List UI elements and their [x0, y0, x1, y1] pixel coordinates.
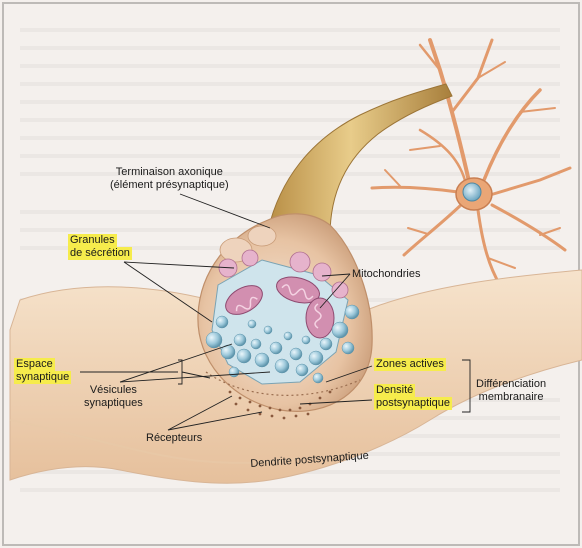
label-terminaison-line2: (élément présynaptique) [110, 179, 229, 191]
label-zones-actives-text: Zones actives [374, 358, 446, 371]
synaptic-vesicles [205, 304, 360, 384]
label-densite-line2: postsynaptique [374, 397, 452, 410]
label-densite: Densité postsynaptique [374, 384, 452, 410]
postsynaptic-receptors [228, 390, 332, 420]
mitochondria [225, 276, 335, 339]
label-vesicules-line2: synaptiques [84, 397, 143, 409]
label-mitochondries: Mitochondries [352, 268, 421, 280]
secretory-granules [218, 249, 349, 299]
label-recepteurs: Récepteurs [146, 432, 203, 444]
label-densite-line1: Densité [374, 384, 416, 397]
label-vesicules: Vésicules synaptiques [84, 384, 143, 410]
synaptic-cleft [205, 371, 361, 396]
label-granules-line2: de sécrétion [68, 247, 132, 260]
label-espace-line1: Espace [14, 358, 55, 371]
label-vesicules-line1: Vésicules [89, 384, 137, 396]
label-terminaison-line1: Terminaison axonique [115, 166, 223, 178]
neuron-illustration [370, 38, 572, 287]
label-differenciation: Différenciation membranaire [476, 378, 546, 404]
label-differenciation-line1: Différenciation [476, 378, 547, 390]
label-granules-line1: Granules [68, 234, 117, 247]
label-differenciation-line2: membranaire [478, 391, 544, 403]
label-terminaison-axonique: Terminaison axonique (élément présynapti… [110, 166, 229, 192]
leader-lines [80, 193, 471, 431]
label-zones-actives: Zones actives [374, 358, 446, 371]
label-granules: Granules de sécrétion [68, 234, 132, 260]
label-espace-synaptique: Espace synaptique [14, 358, 72, 384]
axon [267, 83, 453, 237]
neuron-nucleus [462, 182, 482, 202]
label-espace-line2: synaptique [14, 371, 72, 384]
